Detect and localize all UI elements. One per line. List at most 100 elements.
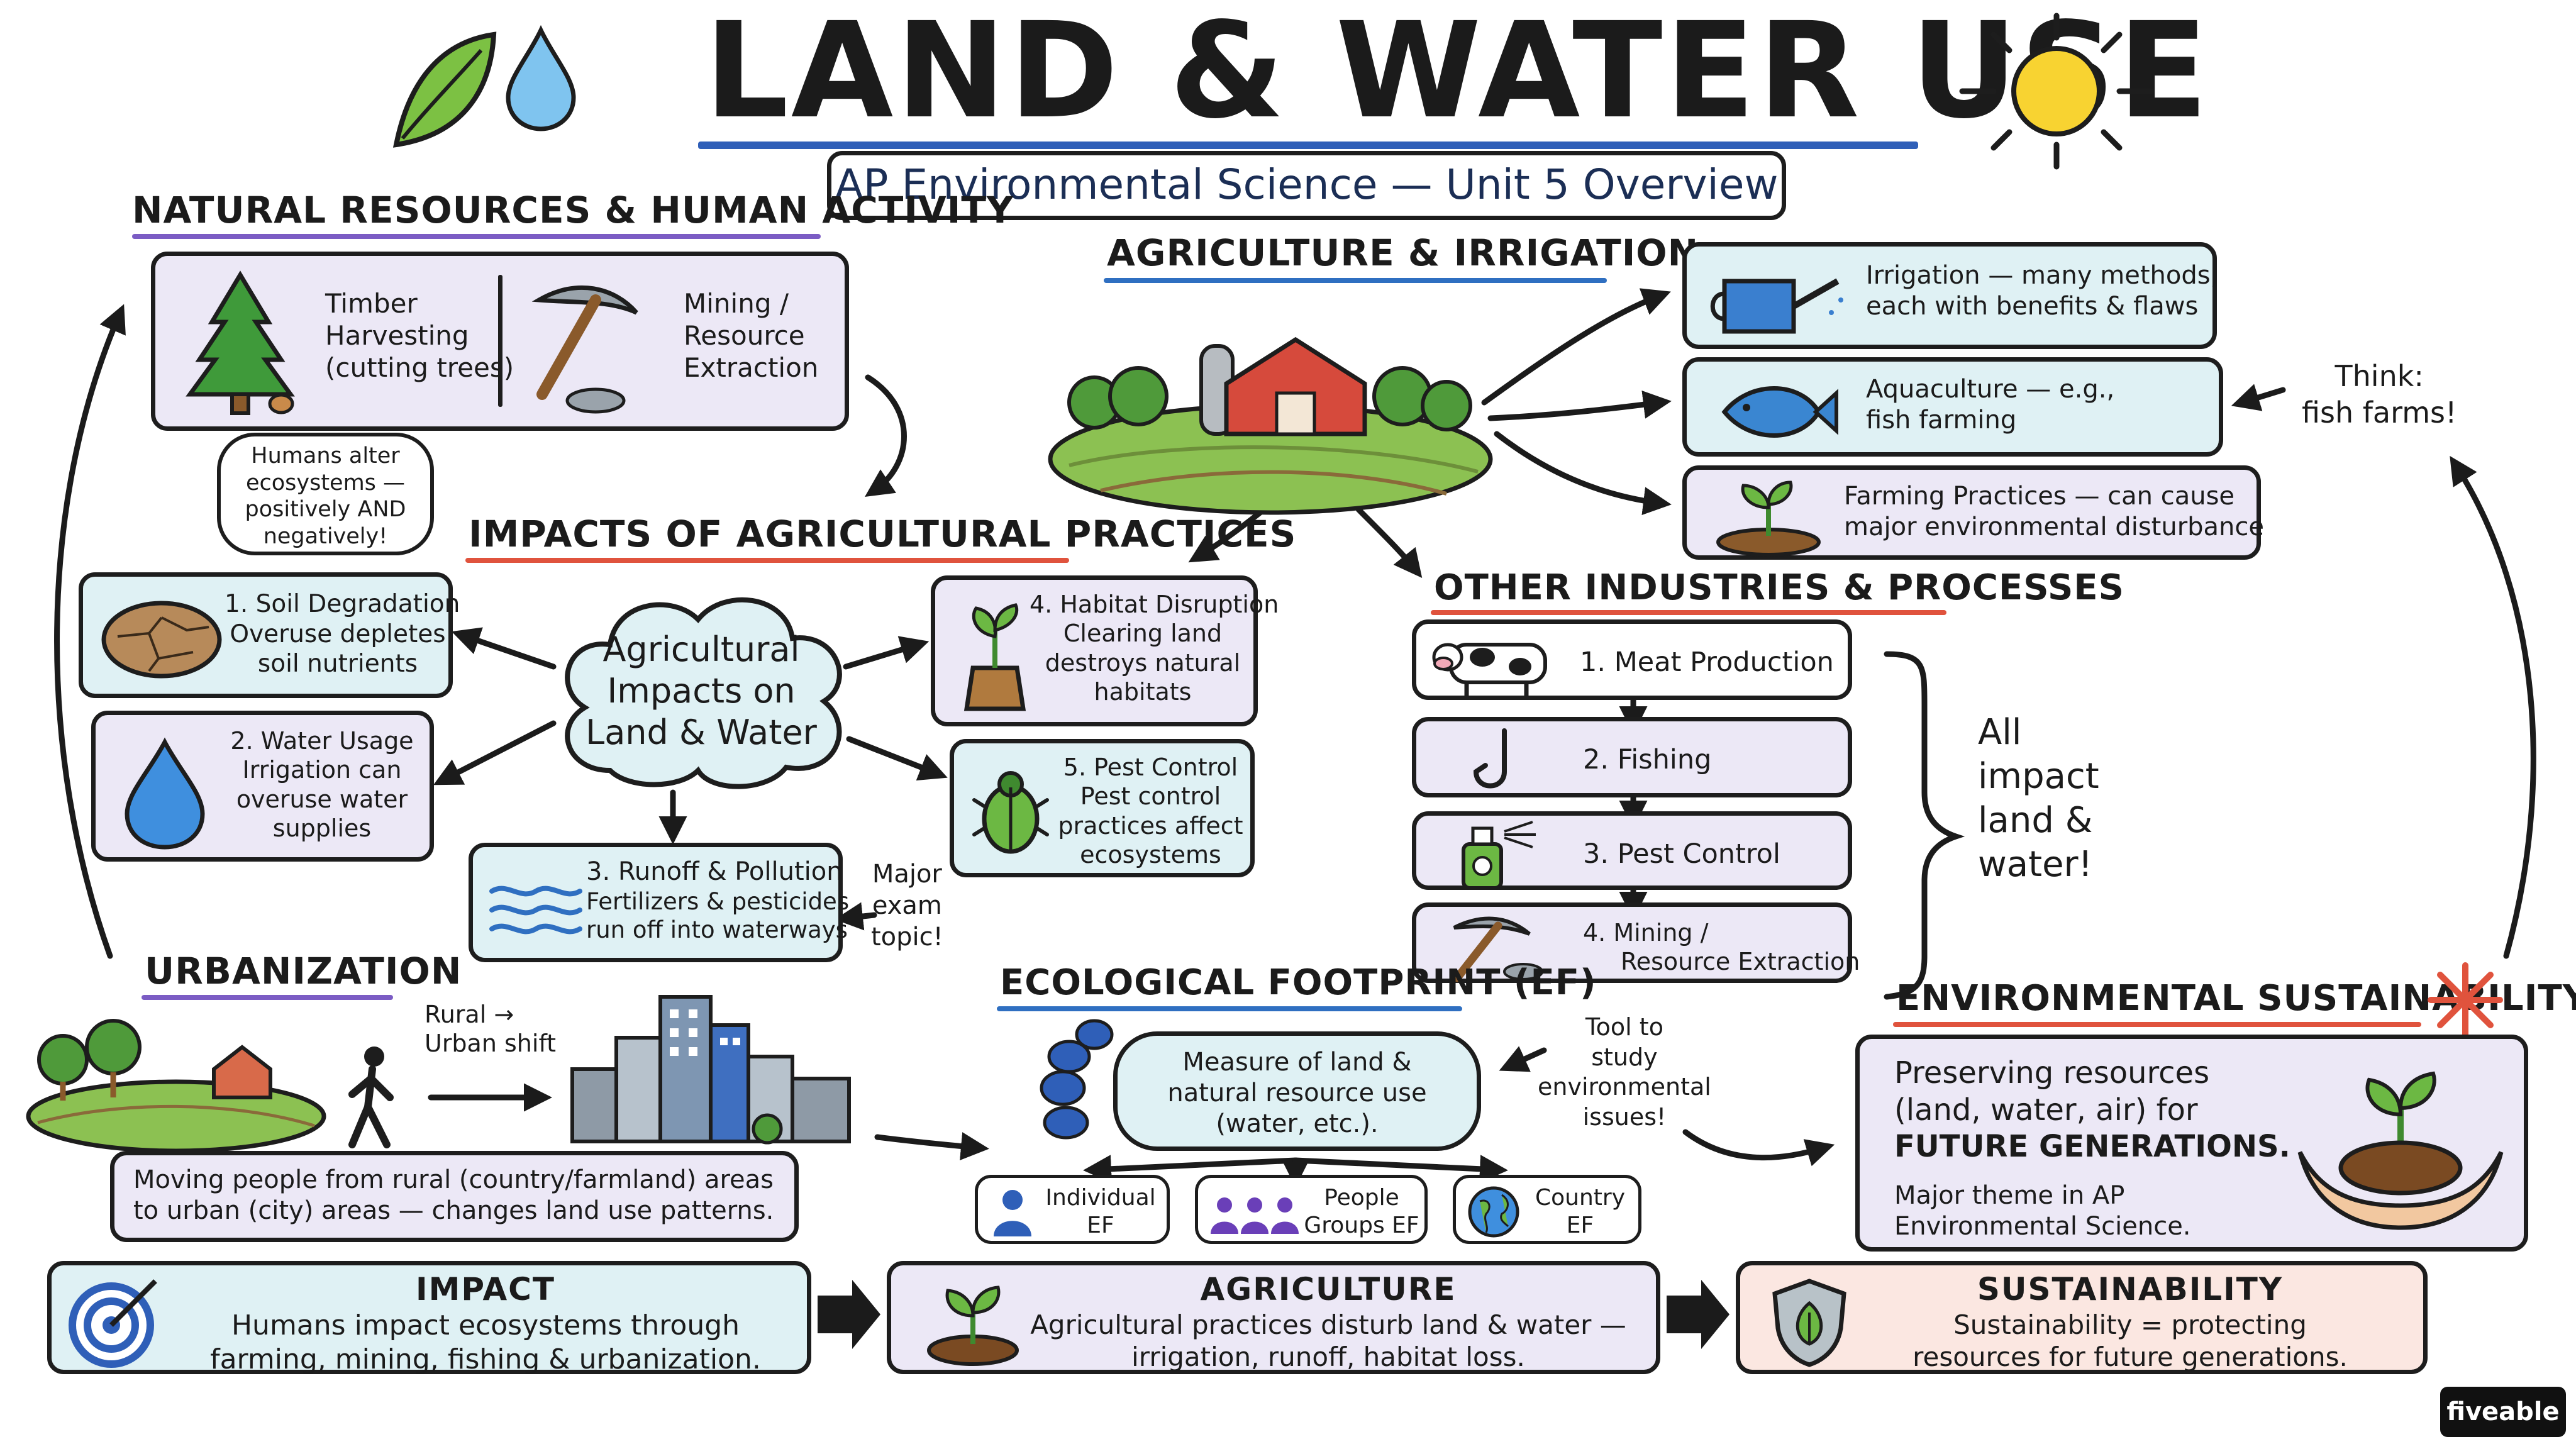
arrow-cloud-to-soil (451, 627, 557, 670)
individual-ef-text: Individual EF (1045, 1185, 1156, 1238)
tree-icon (186, 270, 295, 415)
other-industries-heading: OTHER INDUSTRIES & PROCESSES (1434, 567, 2124, 608)
aquaculture-card: Aquaculture — e.g., fish farming (1682, 357, 2223, 457)
individual-ef-card: Individual EF (975, 1175, 1170, 1244)
water-drop-icon (506, 25, 576, 131)
fishing-card: 2. Fishing (1412, 717, 1852, 797)
footprint-heading: ECOLOGICAL FOOTPRINT (EF) (1000, 962, 1597, 1003)
industry-mining-text: 4. Mining / Resource Extraction (1583, 919, 1860, 976)
tool-to-study-note: Tool to study environmental issues! (1538, 1013, 1711, 1131)
subtitle-banner: AP Environmental Science — Unit 5 Overvi… (827, 151, 1786, 220)
arrow-footprint-to-sustain (1682, 1129, 1835, 1167)
tree-stump-icon (963, 603, 1026, 711)
habitat-disruption-text: 4. Habitat Disruption Clearing land dest… (1030, 591, 1279, 706)
natural-resources-card: Timber Harvesting (cutting trees) Mining… (151, 252, 849, 431)
industry-pest-control-label: 3. Pest Control (1583, 838, 1780, 870)
other-industries-underline (1431, 610, 1946, 615)
arrow-farm-to-practices (1494, 431, 1672, 515)
water-usage-card: 2. Water Usage Irrigation can overuse wa… (91, 711, 434, 862)
soil-degradation-text: 1. Soil Degradation Overuse depletes soi… (225, 590, 460, 679)
rural-urban-shift-text: Rural → Urban shift (425, 1001, 557, 1058)
footprint-measure-card: Measure of land & natural resource use (… (1113, 1031, 1481, 1151)
impacts-cloud (565, 597, 842, 789)
subtitle-text: AP Environmental Science — Unit 5 Overvi… (835, 160, 1779, 209)
farming-practices-text: Farming Practices — can cause major envi… (1844, 482, 2264, 541)
aquaculture-text: Aquaculture — e.g., fish farming (1866, 375, 2115, 435)
arrow-cloud-to-habitat (843, 636, 930, 670)
cracked-soil-icon (101, 601, 222, 679)
arrow-cloud-to-water (433, 720, 557, 786)
mining-text: Mining / Resource Extraction (684, 288, 819, 384)
watering-can-icon (1710, 278, 1843, 334)
spray-bottle-icon (1462, 821, 1536, 890)
natural-resources-underline (132, 234, 821, 239)
fish-icon (1721, 386, 1838, 438)
sustainability-text: Preserving resources (land, water, air) … (1894, 1055, 2290, 1165)
sustainability-summary-card: SUSTAINABILITY Sustainability = protecti… (1736, 1261, 2428, 1374)
water-drop-icon (125, 737, 205, 850)
arrow-resources-to-impacts (865, 374, 907, 497)
arrow-ef-country (1292, 1155, 1508, 1184)
arrow-tool-note (1499, 1046, 1547, 1072)
irrigation-card: Irrigation — many methods, each with ben… (1682, 242, 2219, 349)
impact-summary-text: IMPACT Humans impact ecosystems through … (210, 1271, 761, 1375)
industries-brace (1884, 651, 1965, 1000)
agriculture-summary-text: AGRICULTURE Agricultural practices distu… (1030, 1271, 1626, 1373)
walking-person-icon (348, 1046, 394, 1148)
pest-control-text: 5. Pest Control Pest control practices a… (1058, 753, 1243, 869)
fish-hook-icon (1473, 728, 1507, 789)
natural-resources-heading: NATURAL RESOURCES & HUMAN ACTIVITY (132, 189, 1014, 231)
arrow-think-note (2231, 384, 2286, 411)
arrow-farm-to-impacts (1188, 506, 1267, 563)
seedling-icon (927, 1285, 1019, 1366)
person-icon (994, 1190, 1031, 1236)
sun-icon (1959, 13, 2154, 170)
agriculture-summary-card: AGRICULTURE Agricultural practices distu… (887, 1261, 1660, 1374)
habitat-disruption-card: 4. Habitat Disruption Clearing land dest… (931, 575, 1279, 726)
irrigation-text: Irrigation — many methods, each with ben… (1866, 261, 2219, 321)
arrow-exam-note (835, 902, 877, 931)
major-exam-topic-note: Major exam topic! (871, 860, 943, 952)
impacts-underline (465, 558, 1069, 563)
meat-production-label: 1. Meat Production (1580, 647, 1834, 678)
pickaxe-icon (1453, 916, 1543, 982)
impacts-center-text: Agricultural Impacts on Land & Water (586, 630, 817, 752)
pest-control-card: 5. Pest Control Pest control practices a… (950, 739, 1255, 877)
water-usage-text: 2. Water Usage Irrigation can overuse wa… (230, 727, 414, 843)
impacts-heading: IMPACTS OF AGRICULTURAL PRACTICES (469, 513, 1297, 555)
urbanization-underline (142, 995, 393, 1000)
urbanization-desc-card: Moving people from rural (country/farmla… (110, 1151, 799, 1242)
runoff-pollution-card: 3. Runoff & Pollution Fertilizers & pest… (469, 843, 850, 962)
country-ef-card: Country EF (1453, 1175, 1641, 1244)
industry-pest-control-card: 3. Pest Control (1412, 811, 1852, 890)
globe-icon (1468, 1186, 1519, 1238)
arrow-farm-to-irrigation (1481, 288, 1671, 406)
title-underline (698, 142, 1918, 149)
arrow-cloud-to-pest (846, 736, 948, 781)
groups-ef-text: People Groups EF (1304, 1185, 1419, 1238)
target-icon (69, 1279, 157, 1368)
cow-icon (1432, 643, 1547, 697)
think-fish-farms-note: Think: fish farms! (2302, 359, 2457, 430)
industry-mining-card: 4. Mining / Resource Extraction (1412, 902, 1860, 983)
agriculture-irrigation-heading: AGRICULTURE & IRRIGATION (1107, 231, 1699, 274)
timber-text: Timber Harvesting (cutting trees) (325, 288, 514, 384)
fishing-label: 2. Fishing (1583, 744, 1712, 775)
resources-divider (498, 275, 502, 407)
urbanization-desc-text: Moving people from rural (country/farmla… (133, 1165, 774, 1225)
country-ef-text: Country EF (1535, 1185, 1625, 1238)
rural-farm-icon (26, 1019, 326, 1153)
impact-summary-card: IMPACT Humans impact ecosystems through … (47, 1261, 811, 1375)
arrow-sustain-to-aquaculture (2450, 455, 2536, 959)
all-impact-note: All impact land & water! (1978, 712, 2099, 885)
beetle-icon (972, 771, 1049, 854)
arrow-ef-individual (1083, 1155, 1299, 1184)
arrow-farm-to-industries (1355, 506, 1423, 579)
farming-practices-card: Farming Practices — can cause major envi… (1682, 465, 2264, 560)
waves-icon (489, 886, 582, 935)
arrow-urban-to-resources (54, 304, 126, 959)
urbanization-heading: URBANIZATION (145, 950, 462, 992)
soil-degradation-card: 1. Soil Degradation Overuse depletes soi… (79, 572, 460, 698)
sparkle-icon (2428, 962, 2503, 1038)
runoff-pollution-text: 3. Runoff & Pollution Fertilizers & pest… (586, 857, 850, 943)
